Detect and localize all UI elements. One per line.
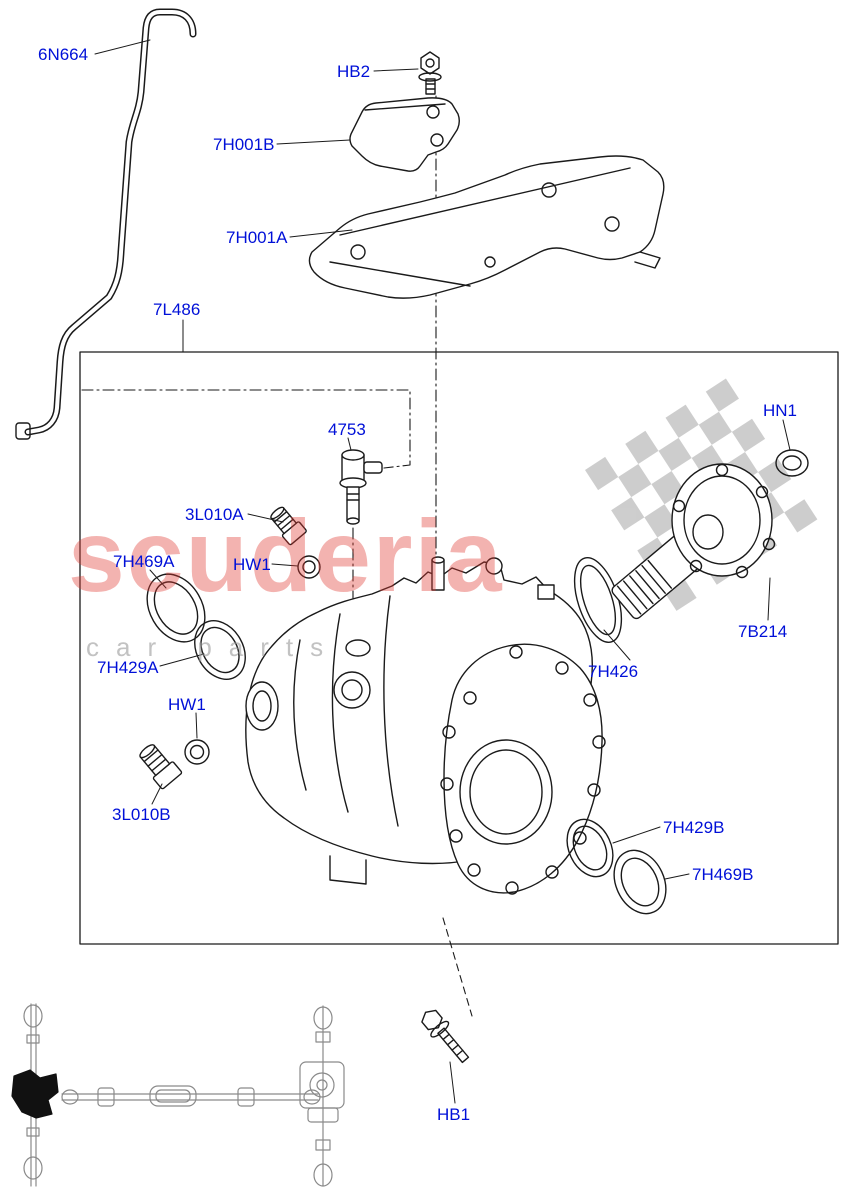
seal-7h469b [613,849,667,915]
drivetrain-schematic [11,1003,345,1187]
label-7h469b[interactable]: 7H469B [692,865,754,884]
label-hn1[interactable]: HN1 [763,401,798,420]
flange-7b214 [611,463,776,620]
leader-lines [94,39,791,1104]
label-7h429b[interactable]: 7H429B [663,818,725,837]
lower-dashed-line [442,917,473,1017]
bracket-7h001b [349,97,460,172]
label-7h469a[interactable]: 7H469A [113,552,175,571]
label-hw1-upper[interactable]: HW1 [233,555,271,574]
sensor-4753 [339,449,383,525]
bolt-hb1 [421,1009,470,1064]
label-hb2[interactable]: HB2 [337,62,371,81]
label-4753[interactable]: 4753 [328,420,366,439]
label-7h001b[interactable]: 7H001B [213,135,275,154]
label-hw1-lower[interactable]: HW1 [168,695,206,714]
label-7l486[interactable]: 7L486 [153,300,201,319]
seal-7h429a [194,620,246,680]
assembly-box [79,351,839,945]
label-3l010a[interactable]: 3L010A [185,505,244,524]
bolt-hb2 [418,51,442,95]
label-7h001a[interactable]: 7H001A [226,228,288,247]
washer-hw1-upper [297,555,321,579]
plug-3l010a [270,506,307,546]
label-3l010b[interactable]: 3L010B [112,805,171,824]
seal-7h429b [566,818,614,878]
heat-shield-7h001a [308,155,665,299]
label-hb1[interactable]: HB1 [437,1105,471,1124]
plug-3l010b [139,744,183,790]
label-7h429a[interactable]: 7H429A [97,658,159,677]
nut-hn1 [775,449,809,477]
washer-hw1-lower [184,739,210,765]
label-7h426[interactable]: 7H426 [588,662,639,681]
label-7b214[interactable]: 7B214 [738,622,788,641]
breather-pipe [15,8,197,440]
seal-7h469a [146,573,206,643]
label-6n664[interactable]: 6N664 [38,45,89,64]
transfer-case-housing [245,556,606,895]
